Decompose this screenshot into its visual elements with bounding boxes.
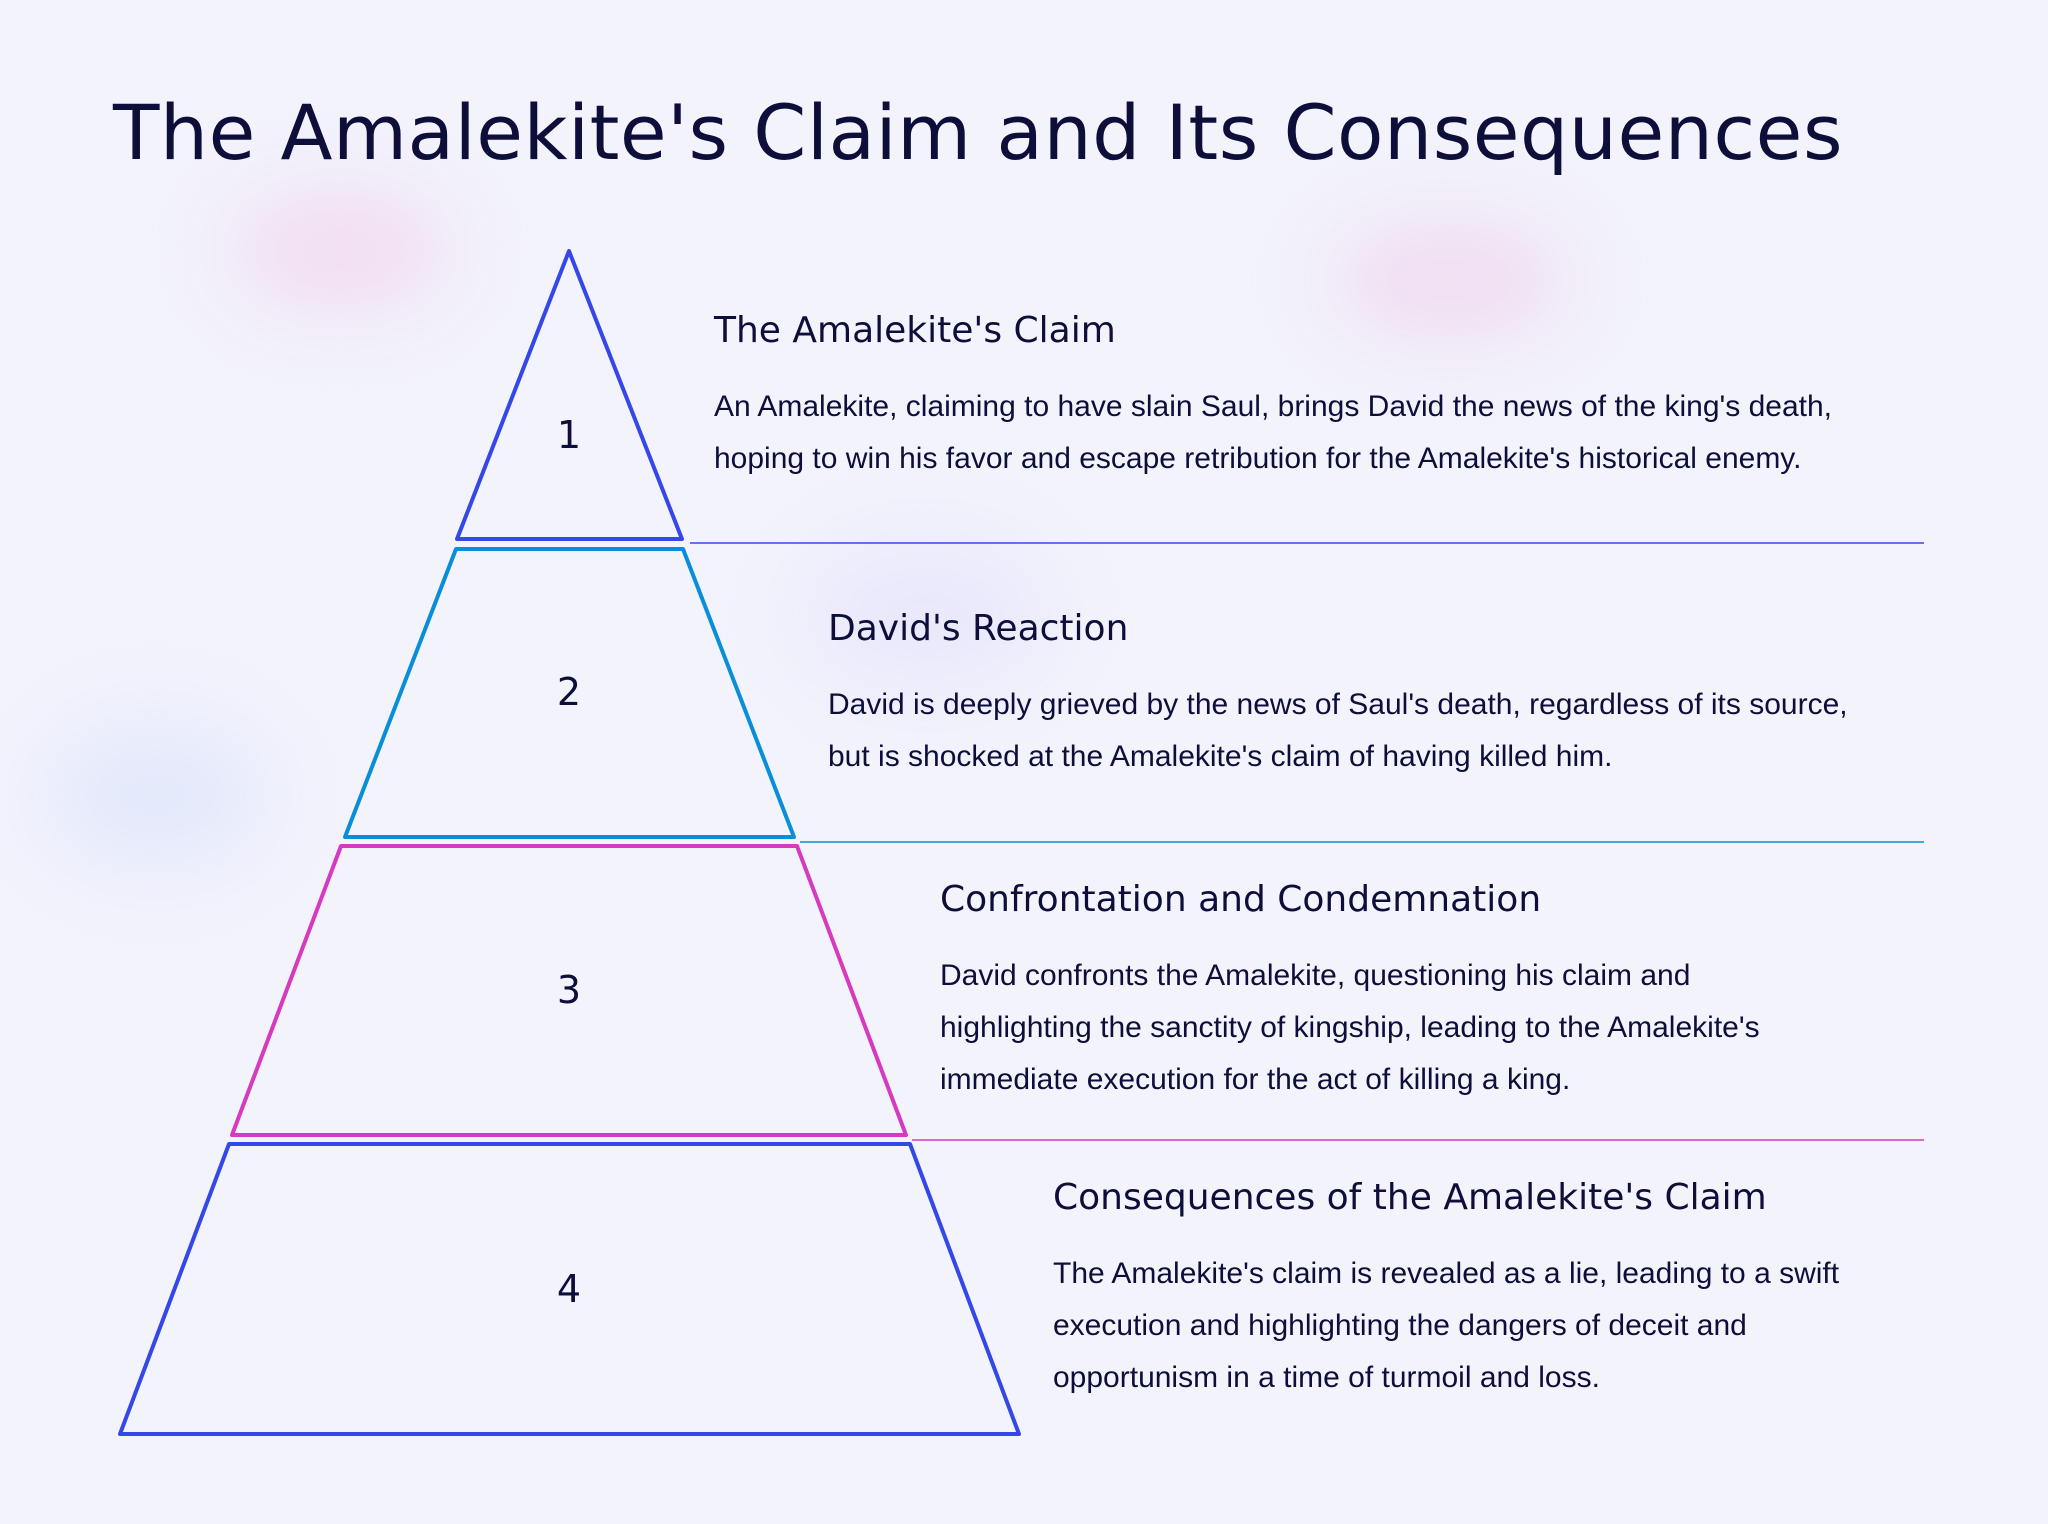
level-heading: Consequences of the Amalekite's Claim	[1053, 1177, 1767, 1218]
level-number: 4	[556, 1267, 582, 1311]
level-number: 2	[556, 670, 582, 714]
level-description-4: Consequences of the Amalekite's Claim Th…	[1053, 1177, 1839, 1404]
pyramid-level-4	[118, 1142, 1021, 1436]
background-glow	[230, 190, 450, 310]
description-line: immediate execution for the act of killi…	[940, 1063, 1571, 1096]
description-line: David confronts the Amalekite, questioni…	[940, 959, 1691, 992]
description-line: opportunism in a time of turmoil and los…	[1053, 1361, 1600, 1394]
pyramid-level-3	[230, 844, 908, 1137]
description-line: hoping to win his favor and escape retri…	[714, 442, 1802, 475]
pyramid-level-1	[455, 249, 684, 541]
background-glow	[800, 540, 1050, 690]
pyramid-level-2	[343, 547, 796, 839]
description-line: highlighting the sanctity of kingship, l…	[940, 1011, 1760, 1044]
description-line: An Amalekite, claiming to have slain Sau…	[714, 390, 1833, 423]
level-number: 1	[556, 413, 582, 457]
level-description-3: Confrontation and Condemnation David con…	[940, 879, 1760, 1106]
page-title: The Amalekite's Claim and Its Consequenc…	[113, 88, 1844, 177]
level-heading: The Amalekite's Claim	[714, 310, 1116, 351]
description-line: The Amalekite's claim is revealed as a l…	[1053, 1257, 1840, 1290]
description-line: execution and highlighting the dangers o…	[1053, 1309, 1747, 1342]
background-glow	[40, 720, 270, 870]
description-line: David is deeply grieved by the news of S…	[828, 688, 1848, 721]
level-description-2: David's Reaction David is deeply grieved…	[828, 608, 1848, 783]
level-number: 3	[556, 968, 582, 1012]
level-description-1: The Amalekite's Claim An Amalekite, clai…	[714, 310, 1832, 485]
level-heading: Confrontation and Condemnation	[940, 879, 1542, 920]
background-glow	[1330, 220, 1570, 340]
description-line: but is shocked at the Amalekite's claim …	[828, 740, 1613, 773]
level-heading: David's Reaction	[828, 608, 1129, 649]
